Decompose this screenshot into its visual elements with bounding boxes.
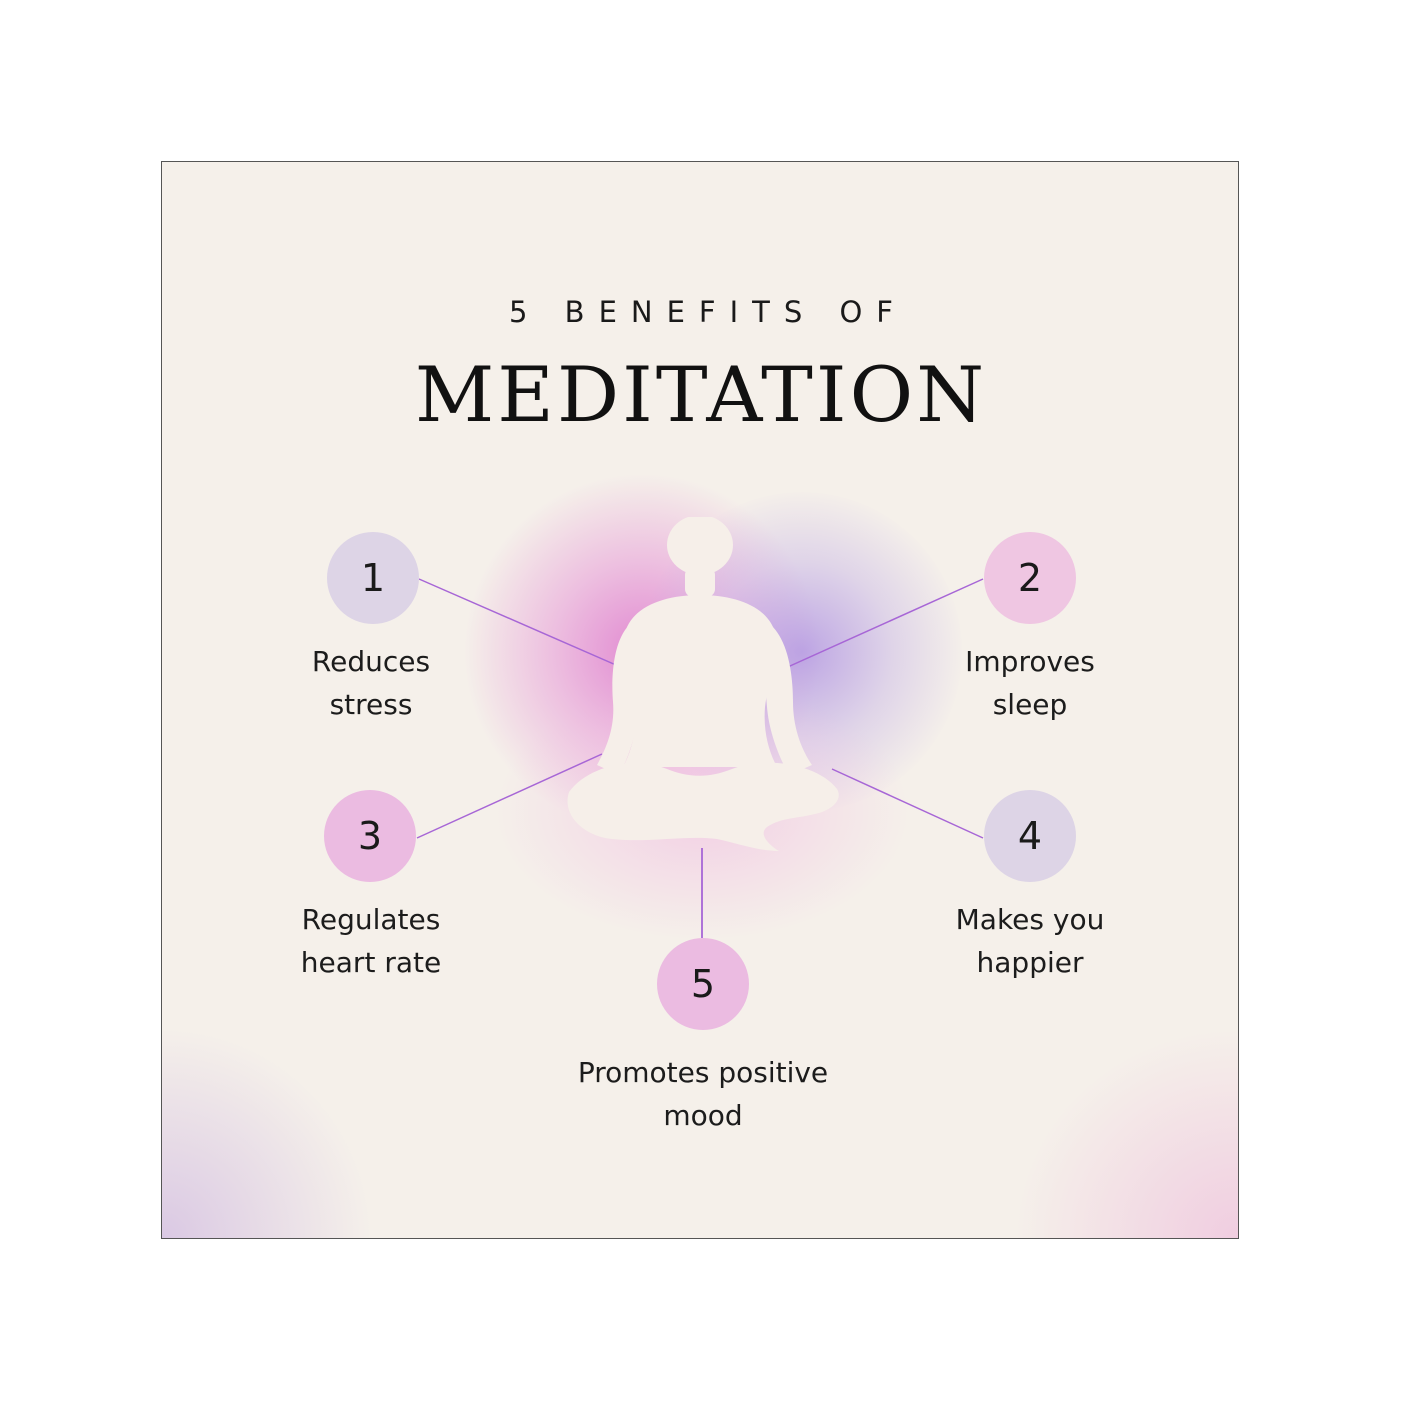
connector-4 xyxy=(831,768,984,839)
benefit-3-label: Regulates heart rate xyxy=(300,903,442,979)
connector-1 xyxy=(418,578,633,673)
benefit-1-circle: 1 xyxy=(327,532,419,624)
connector-3 xyxy=(416,753,603,839)
meditating-person-icon xyxy=(567,517,839,851)
benefit-4-circle: 4 xyxy=(984,790,1076,882)
subtitle: 5 BENEFITS OF xyxy=(509,295,907,329)
benefit-5-circle: 5 xyxy=(657,938,749,1030)
infographic-card: 5 BENEFITS OF MEDITATION 1 Reduces stres… xyxy=(161,161,1239,1239)
page-title: MEDITATION xyxy=(414,350,988,439)
benefit-1-label: Reduces stress xyxy=(311,645,431,721)
benefit-4-label: Makes you happier xyxy=(955,903,1105,979)
connector-lines xyxy=(416,578,984,938)
connector-2 xyxy=(769,578,984,676)
benefit-3-circle: 3 xyxy=(324,790,416,882)
benefit-5-label: Promotes positive mood xyxy=(577,1056,829,1132)
benefit-2-circle: 2 xyxy=(984,532,1076,624)
benefit-2-label: Improves sleep xyxy=(965,645,1095,721)
